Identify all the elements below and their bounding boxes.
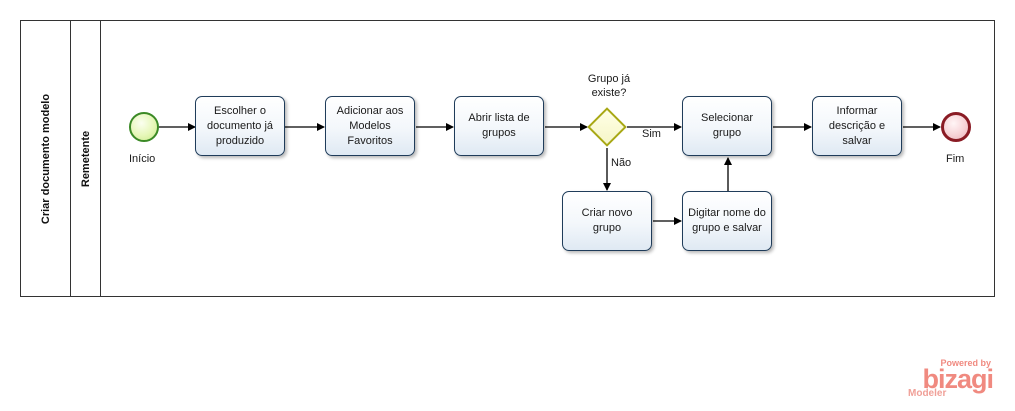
bizagi-logo: bizagi [922,364,994,394]
bizagi-watermark: Powered by bizagi Modeler [905,358,997,400]
end-event[interactable] [941,112,971,142]
task-abrir-lista-grupos[interactable]: Abrir lista de grupos [454,96,544,156]
watermark-powered-by: Powered by [940,358,991,368]
end-event-label: Fim [946,153,965,165]
gateway-yes-label: Sim [642,128,661,140]
lane-header: Remetente [71,21,101,296]
watermark-product: Modeler [908,388,947,399]
task-informar-descricao[interactable]: Informar descrição e salvar [812,96,902,156]
gateway-question-label: Grupo já existe? [587,73,631,99]
gateway-no-label: Não [611,157,632,169]
task-criar-novo-grupo[interactable]: Criar novo grupo [562,191,652,251]
task-selecionar-grupo[interactable]: Selecionar grupo [682,96,772,156]
task-adicionar-favoritos[interactable]: Adicionar aos Modelos Favoritos [325,96,415,156]
process-pool: Criar documento modelo Remetente [20,20,995,297]
pool-header: Criar documento modelo [21,21,71,296]
start-event[interactable] [129,112,159,142]
task-digitar-nome-grupo[interactable]: Digitar nome do grupo e salvar [682,191,772,251]
start-event-label: Início [129,153,156,165]
task-escolher-documento[interactable]: Escolher o documento já produzido [195,96,285,156]
